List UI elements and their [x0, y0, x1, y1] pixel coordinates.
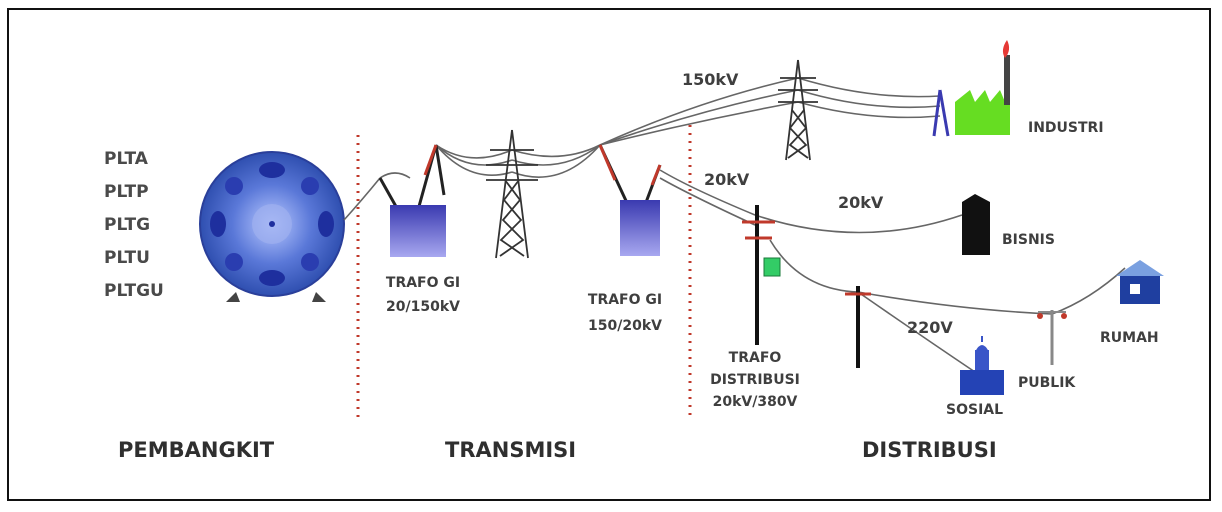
transmission-tower-icon	[486, 129, 538, 259]
consumer-rumah-label: RUMAH	[1100, 330, 1159, 346]
publik-street-light-icon	[1037, 310, 1067, 365]
generator-types-list: PLTA PLTP PLTG PLTU PLTGU	[104, 143, 174, 308]
rumah-house-icon	[1116, 260, 1164, 304]
voltage-20kv-line-label: 20kV	[838, 193, 884, 212]
consumer-publik-label: PUBLIK	[1018, 375, 1076, 391]
generator-icon	[199, 151, 345, 302]
voltage-20kv-transformer-label: 20kV	[704, 170, 750, 189]
section-transmisi-label: TRANSMISI	[445, 438, 577, 462]
generator-type-pltu: PLTU	[104, 248, 150, 268]
sosial-building-icon	[960, 336, 1004, 395]
trafo-gi-step-up-icon	[378, 144, 446, 257]
transmission-tower-150kv-icon	[778, 59, 818, 161]
generator-type-pltg: PLTG	[104, 215, 151, 235]
industri-building-icon	[932, 40, 1010, 137]
trafo-gi-step-up-label: TRAFO GI 20/150kV	[385, 275, 461, 315]
bisnis-building-icon	[962, 194, 990, 255]
trafo-gi-step-down-label: TRAFO GI 150/20kV	[587, 292, 663, 334]
generator-type-pltp: PLTP	[104, 182, 149, 202]
section-pembangkit-label: PEMBANGKIT	[118, 438, 275, 462]
consumer-industri-label: INDUSTRI	[1028, 120, 1104, 136]
voltage-220v-label: 220V	[907, 318, 953, 337]
trafo-distribusi-icon	[742, 205, 781, 345]
trafo-distribusi-label: TRAFO DISTRIBUSI 20kV/380V	[710, 350, 800, 410]
generator-type-pltgu: PLTGU	[104, 281, 164, 301]
power-lines	[343, 77, 1126, 373]
distribution-pole-icon	[845, 286, 871, 368]
consumer-sosial-label: SOSIAL	[946, 402, 1004, 418]
trafo-gi-step-down-icon	[598, 144, 662, 256]
generator-type-plta: PLTA	[104, 149, 148, 169]
voltage-150kv-label: 150kV	[682, 70, 739, 89]
section-distribusi-label: DISTRIBUSI	[862, 438, 997, 462]
consumer-bisnis-label: BISNIS	[1002, 232, 1055, 248]
